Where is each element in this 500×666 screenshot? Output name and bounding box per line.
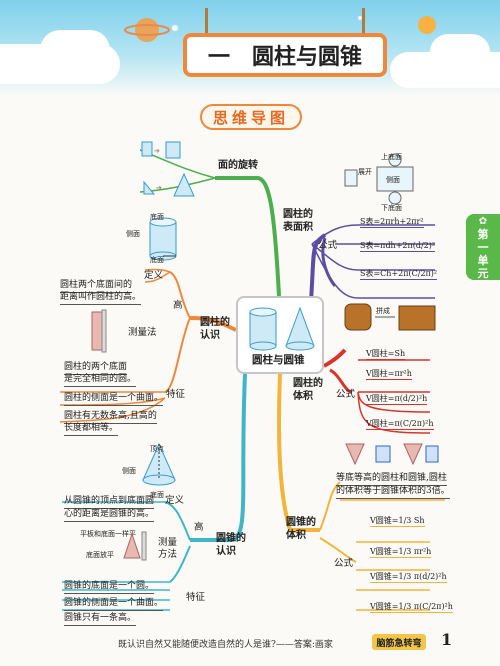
cone-measure-label-1: 测量 [158,537,178,548]
cyl-volume-formula-3: V圆柱=π(d/2)²h [366,394,428,405]
branch-cyl-volume-l1: 圆柱的 [293,378,323,389]
mindmap-branches [59,149,445,611]
cyl-def-text-2: 距离叫作圆柱的高。 [60,291,142,305]
cyl-def-text-1: 圆柱两个底面间的 [60,279,133,293]
footer-riddle: 既认识自然又能随便改造自然的人是谁?——答案:画家 [118,640,333,650]
cone-volume-formula-3: V圆锥=1/3 π(d/2)²h [370,572,447,583]
cone-feature-2: 圆锥的侧面是一个曲面。 [64,597,164,611]
cyl-fig-side: 侧面 [126,230,140,238]
cyl-height-label: 高 [173,300,183,311]
cone-def-label: 定义 [165,495,185,506]
measure-cylinder-icon [91,309,107,353]
unit-side-tab: ✿ 第 一 单 元 [466,214,500,280]
page-title: 一 圆柱与圆锥 [183,33,387,77]
cyl-volume-formula-2: V圆柱=πr²h [366,369,412,380]
cloud-decoration [40,30,110,70]
branch-cone-know-l1: 圆锥的 [216,533,246,544]
cyl-feature-label: 特征 [166,389,186,400]
cone-figure-icon [142,442,176,486]
svg-text:➔: ➔ [154,147,160,155]
branch-cone-know-l2: 认识 [216,546,236,557]
banner-rope [362,8,365,38]
branch-cyl-know-l1: 圆柱的 [200,317,230,328]
surface-formula-2: S表=πdh+2π(d/2)² [360,241,436,252]
cyl-measure-label: 测量法 [128,327,157,338]
cone-volume-note-2: 的体积等于圆锥体积的3倍。 [336,485,450,499]
cone-fig-bottom: 底面 [150,491,164,499]
surface-formula-3: S表=Ch+2π(C/2π)² [360,269,438,280]
net-side-label: 侧面 [386,176,400,184]
cyl-volume-formula-1: V圆柱=Sh [366,349,406,360]
net-unfold-label: 展开 [358,168,372,176]
cone-height-label: 高 [194,522,204,533]
page-number: 1 [441,630,453,649]
cylinder-net-icon [344,153,414,205]
side-tab-char: 单 [477,253,489,267]
rotation-figures-icon: ➔ ➔ [141,141,195,197]
cone-volume-formula-2: V圆锥=1/3 πr²h [370,547,432,558]
branch-cyl-surface-l1: 圆柱的 [283,209,313,220]
net-bottom-label: 下底面 [381,204,402,212]
cyl-def-label: 定义 [144,270,164,281]
sky-decoration-icons [124,16,436,42]
cone-volume-note-1: 等底等高的圆柱和圆锥,圆柱 [336,472,447,486]
branch-cyl-surface-l2: 表面积 [283,222,313,233]
cylinder-figure-icon [149,217,177,261]
branch-cyl-volume-l2: 体积 [293,391,313,402]
cyl-feature-2: 圆柱的侧面是一个曲面。 [64,392,164,406]
svg-text:➔: ➔ [156,184,162,192]
center-node: 圆柱与圆锥 [236,296,324,374]
net-top-label: 上底面 [381,153,402,161]
cone-fig-apex: 顶点 [150,445,164,453]
surface-formula-label: 公式 [318,240,338,251]
branch-cone-volume-l2: 体积 [286,530,306,541]
banner-rope [205,8,208,38]
surface-formula-1: S表=2πrh+2πr² [360,217,424,228]
side-tab-char: 一 [477,240,489,254]
rabbit-icon: ✿ [478,215,488,227]
branch-cyl-know-l2: 认识 [200,330,220,341]
cone-def-text-1: 从圆锥的顶点到底面圆 [64,495,155,509]
cone-cylinder-compare-icon [345,443,439,466]
footer-tag: 脑筋急转弯 [372,634,426,650]
cone-volume-formula-1: V圆锥=1/3 Sh [370,516,425,527]
cyl-feature-3a: 圆柱有无数条高,且高的 [64,410,157,424]
side-tab-char: 第 [477,227,489,241]
cyl-volume-formula-label: 公式 [336,389,356,400]
branch-rotation: 面的旋转 [218,160,258,171]
cone-feature-3: 圆锥只有一条高。 [64,612,137,626]
cone-volume-formula-4: V圆锥=1/3 π(C/2π)²h [370,602,453,613]
cylinder-cone-icon [249,306,315,351]
cylinder-transform-icon [344,303,436,331]
cyl-volume-formula-4: V圆柱=π(C/2π)²h [366,419,434,430]
cone-measure-note-1: 平板和底面一样平 [80,530,136,538]
cyl-fig-bottom: 底面 [150,256,164,264]
cone-volume-formula-label: 公式 [334,558,354,569]
measure-cone-icon [123,531,147,561]
cloud-decoration [430,34,490,70]
cyl-feature-1b: 是完全相同的圆。 [64,373,137,387]
cone-fig-side: 侧面 [122,467,136,475]
center-label: 圆柱与圆锥 [252,354,305,366]
cone-measure-label-2: 方法 [158,549,178,560]
cone-def-text-2: 心的距离是圆锥的高。 [64,508,155,522]
cyl-fig-top: 底面 [150,213,164,221]
cyl-feature-1a: 圆柱的两个底面 [64,361,128,375]
cone-measure-note-2: 底面放平 [86,551,114,559]
cone-feature-label: 特征 [186,592,206,603]
transform-label: 拼成 [376,307,390,315]
branch-cone-volume-l1: 圆锥的 [286,517,316,528]
cyl-feature-3b: 长度都相等。 [64,422,119,436]
section-tag: 思维导图 [200,104,302,130]
side-tab-char: 元 [477,266,489,280]
cone-feature-1: 圆锥的底面是一个圆。 [64,580,155,594]
